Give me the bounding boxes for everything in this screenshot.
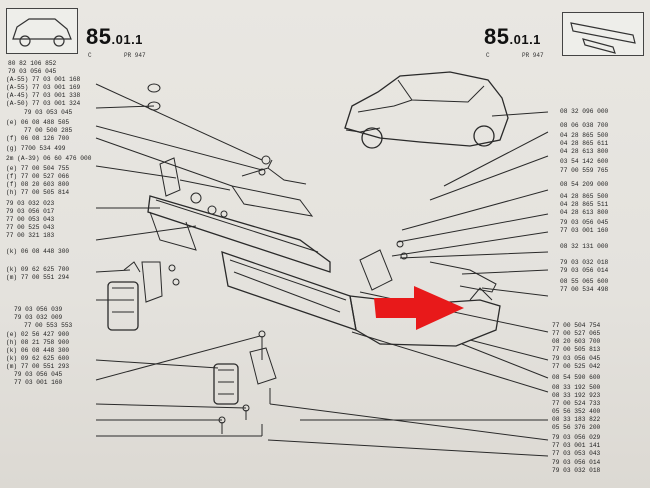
part-number: 77 03 001 160 [560, 227, 609, 235]
part-number: 77 00 525 042 [552, 363, 601, 371]
part-number: 08 33 192 923 [552, 391, 601, 399]
part-number: (k) 06 08 448 300 [6, 247, 70, 255]
part-number: 08 06 038 700 [560, 122, 609, 130]
part-number: 04 28 865 611 [560, 140, 609, 148]
part-number: 79 03 056 045 [560, 219, 609, 227]
part-number: (A-55) 77 03 001 168 [6, 76, 81, 84]
part-number: 08 55 065 600 [560, 277, 609, 285]
part-number: (f) 06 08 126 700 [6, 134, 70, 142]
part-number: 77 03 001 141 [552, 442, 601, 450]
part-number: 79 03 056 014 [552, 458, 601, 466]
part-number: 08 20 603 700 [552, 338, 601, 346]
part-number: (A-55) 77 03 001 169 [6, 84, 81, 92]
part-number: 77 00 505 813 [552, 346, 601, 354]
part-number: 05 56 352 400 [552, 407, 601, 415]
part-number: 2m (A-39) 06 60 476 000 [6, 155, 92, 163]
part-number: (k) 09 62 625 700 [6, 266, 70, 274]
part-number: 04 28 865 511 [560, 200, 609, 208]
right-bottom-part-number-list: 77 00 504 754 77 00 527 065 08 20 603 70… [552, 322, 600, 475]
part-number: 08 32 131 000 [560, 243, 609, 251]
part-number: 79 03 056 045 [14, 371, 63, 378]
part-number: (f) 08 20 603 800 [6, 181, 70, 189]
car-thumbnail-icon [6, 8, 78, 54]
part-number: 77 00 504 754 [552, 322, 601, 329]
part-number: 77 00 524 733 [552, 399, 601, 407]
part-number: 79 03 056 014 [560, 267, 609, 275]
left-part-number-list: 80 82 106 852 79 03 056 045 (A-55) 77 03… [6, 60, 91, 387]
part-number: (e) 02 56 427 900 [6, 330, 70, 338]
part-number: 08 54 209 000 [560, 180, 609, 188]
part-number: (h) 08 21 758 900 [6, 338, 70, 346]
part-number: 77 00 321 183 [6, 231, 55, 239]
part-number: (k) 09 62 625 600 [6, 354, 70, 362]
part-number: (e) 06 08 488 505 [6, 118, 70, 126]
part-number: (h) 77 00 505 814 [6, 189, 70, 197]
part-number: (A-45) 77 03 001 338 [6, 92, 81, 100]
right-code-index: .1 [529, 32, 541, 47]
right-page-code: 85.01.1 [484, 24, 541, 50]
part-number: 79 03 056 045 [552, 355, 601, 363]
part-number: 77 03 053 043 [552, 450, 601, 458]
part-number: 05 56 376 200 [552, 424, 601, 432]
left-code-index: .1 [131, 32, 143, 47]
part-number: 04 28 865 500 [560, 132, 609, 140]
part-number: 77 00 534 498 [560, 285, 609, 293]
part-number: 79 03 056 039 [14, 306, 63, 314]
part-number: (k) 06 08 448 300 [6, 346, 70, 354]
left-code-main: 85 [86, 24, 112, 49]
bumper-thumbnail-icon [562, 12, 644, 56]
part-number: 04 28 865 500 [560, 192, 609, 200]
part-number: 04 28 613 800 [560, 148, 609, 156]
red-arrow-icon [374, 286, 464, 330]
part-number: 79 03 056 017 [6, 207, 55, 215]
part-number: (A-50) 77 03 001 324 [6, 100, 81, 108]
part-number: 79 03 053 045 [24, 108, 73, 116]
left-page-code: 85.01.1 [86, 24, 143, 50]
part-number: (g) 7700 534 499 [6, 144, 66, 152]
part-number: 77 00 527 065 [552, 330, 601, 338]
part-number: 77 00 500 285 [24, 126, 73, 134]
part-number: 77 00 525 043 [6, 223, 55, 231]
part-number: 08 33 183 822 [552, 416, 601, 424]
part-number: 77 00 053 043 [6, 215, 55, 223]
part-number: 04 28 613 800 [560, 208, 609, 216]
left-code-sub: .01 [111, 32, 132, 47]
part-number: 03 54 142 600 [560, 158, 609, 166]
right-c-label: C [486, 52, 490, 59]
right-ref-label: PR 947 [522, 52, 544, 59]
left-ref-label: PR 947 [124, 52, 146, 59]
part-number: 79 03 032 023 [6, 199, 55, 207]
part-number: 08 33 192 500 [552, 383, 601, 391]
part-number: (m) 77 00 551 293 [6, 362, 70, 370]
part-number: (e) 77 00 504 755 [6, 165, 70, 173]
part-number: 79 03 032 009 [14, 314, 63, 322]
part-number: (m) 77 00 551 294 [6, 274, 70, 282]
part-number: 77 03 001 160 [14, 379, 63, 387]
part-number: 79 03 056 045 [8, 68, 57, 76]
part-number: 77 00 553 553 [24, 322, 73, 330]
part-number: 79 03 032 018 [560, 259, 609, 267]
part-number: 80 82 106 852 [8, 60, 57, 67]
right-code-sub: .01 [509, 32, 530, 47]
part-number: 79 03 032 018 [552, 466, 601, 474]
part-number: (f) 77 00 527 066 [6, 173, 70, 181]
left-c-label: C [88, 52, 92, 59]
part-number: 08 32 096 000 [560, 108, 609, 115]
part-number: 08 54 590 600 [552, 373, 601, 381]
right-top-part-number-list: 08 32 096 000 08 06 038 700 04 28 865 50… [560, 108, 608, 294]
right-code-main: 85 [484, 24, 510, 49]
part-number: 77 00 559 765 [560, 166, 609, 174]
part-number: 79 03 056 029 [552, 434, 601, 442]
